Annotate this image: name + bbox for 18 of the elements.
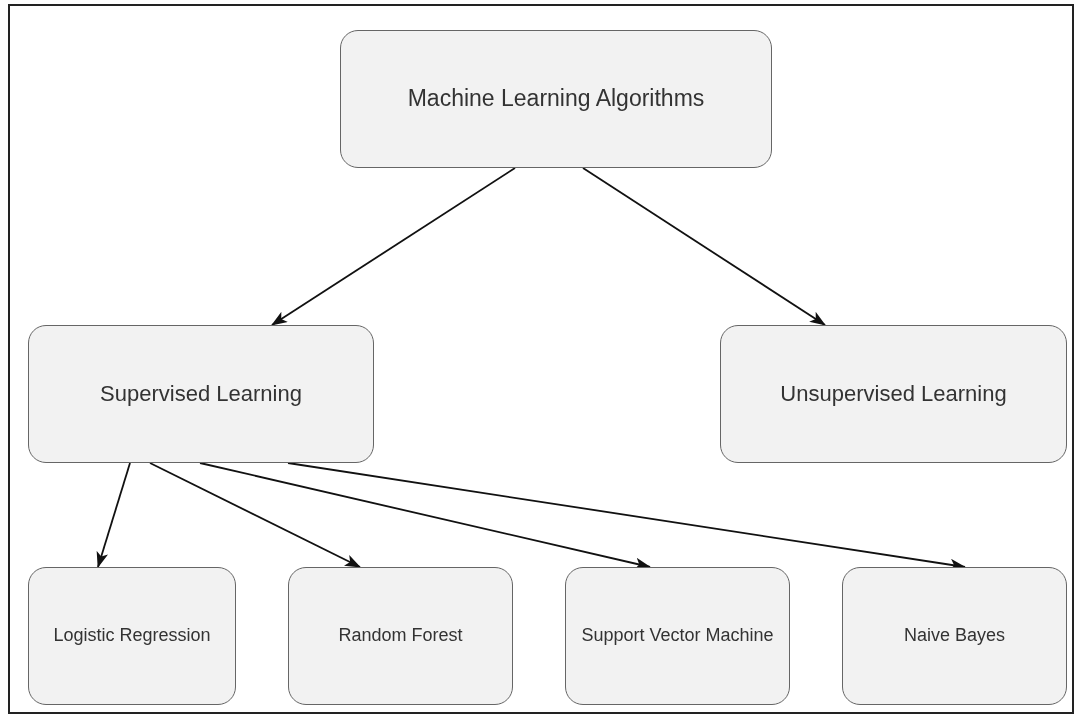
box-label: Support Vector Machine: [581, 624, 774, 648]
rounded-box: [28, 325, 374, 463]
arrow: [582, 167, 826, 326]
box-label: Supervised Learning: [100, 379, 302, 408]
rounded-box: [340, 30, 772, 168]
rounded-box: [28, 567, 236, 705]
arrow: [149, 462, 361, 568]
rounded-box: [288, 567, 513, 705]
rounded-box: [565, 567, 790, 705]
rounded-box: [720, 325, 1067, 463]
box-label: Naive Bayes: [903, 624, 1006, 648]
box-label: Logistic Regression: [53, 624, 211, 648]
box-label: Machine Learning Algorithms: [407, 84, 705, 114]
arrow: [96, 462, 131, 568]
box-label: Random Forest: [338, 624, 463, 648]
box-label: Unsupervised Learning: [780, 379, 1007, 408]
arrow: [271, 167, 516, 326]
rounded-box: [842, 567, 1067, 705]
